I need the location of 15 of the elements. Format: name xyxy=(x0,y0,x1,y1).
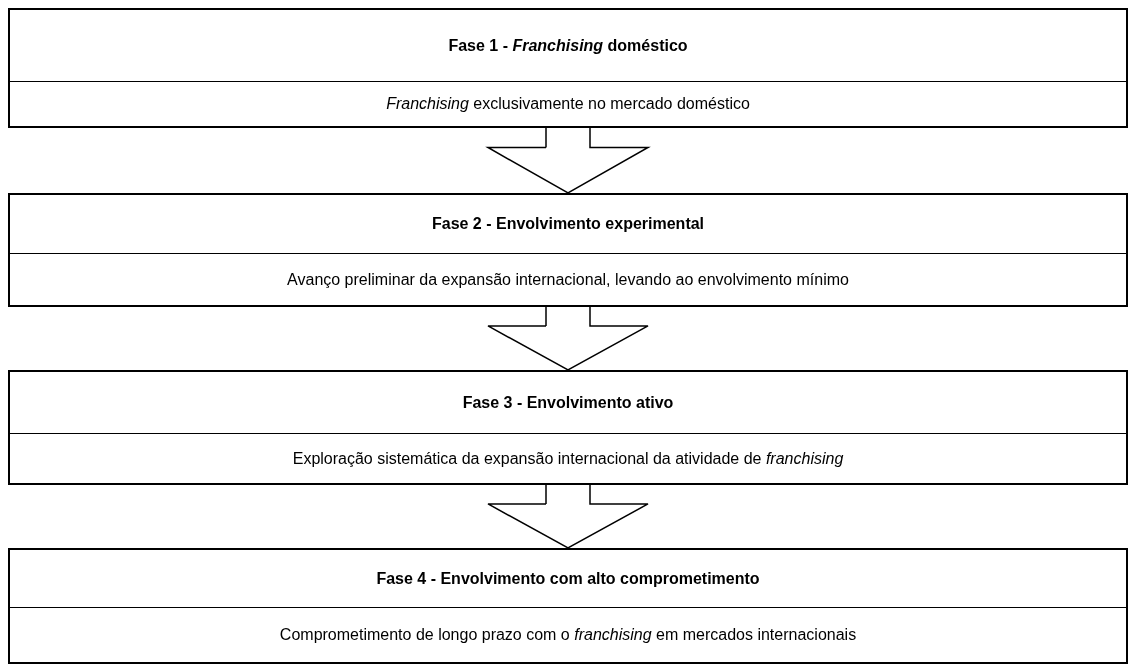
phase-title: Fase 4 - Envolvimento com alto comprometimento xyxy=(376,569,760,588)
phase-box xyxy=(8,8,1128,128)
phase-description: Franchising exclusivamente no mercado doméstico xyxy=(386,95,750,113)
phase-description: Exploração sistemática da expansão internacional da atividade de franchising xyxy=(292,449,844,468)
phase-description: Comprometimento de longo prazo com o franchising em mercados internacionais xyxy=(279,626,857,644)
phase-title: Fase 1 - Franchising doméstico xyxy=(448,36,688,55)
block-arrow xyxy=(487,127,649,194)
phase-title: Fase 3 - Envolvimento ativo xyxy=(462,393,674,412)
block-arrow xyxy=(487,484,649,549)
block-arrow xyxy=(487,306,649,371)
phase-title: Fase 2 - Envolvimento experimental xyxy=(431,215,705,233)
phase-box xyxy=(8,193,1128,307)
phase-description: Avanço preliminar da expansão internacional, levando ao envolvimento mínimo xyxy=(287,270,849,289)
phase-box xyxy=(8,370,1128,485)
phase-box xyxy=(8,548,1128,664)
